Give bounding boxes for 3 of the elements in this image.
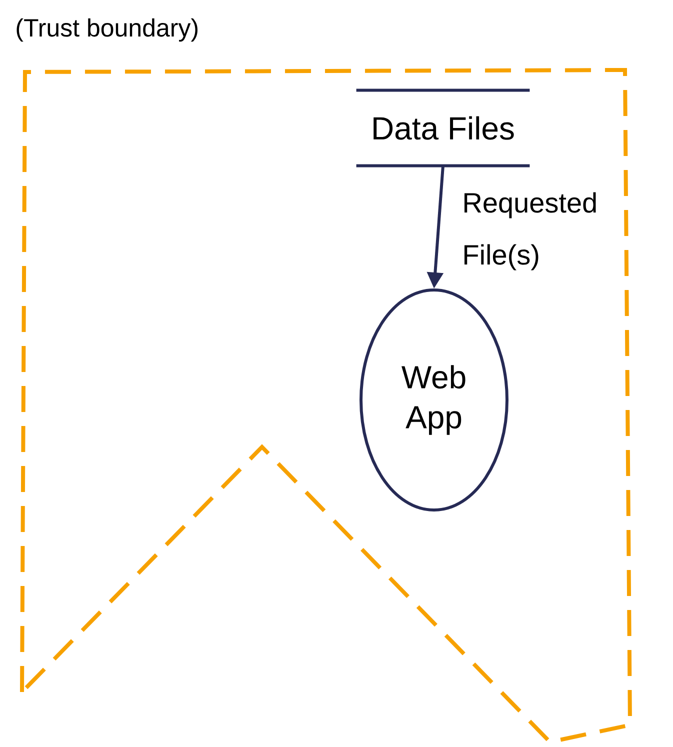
edge-label: Requested File(s) [464,192,596,270]
node-label: (Trust boundary) [16,18,198,42]
data-store: Data Files [356,88,530,168]
